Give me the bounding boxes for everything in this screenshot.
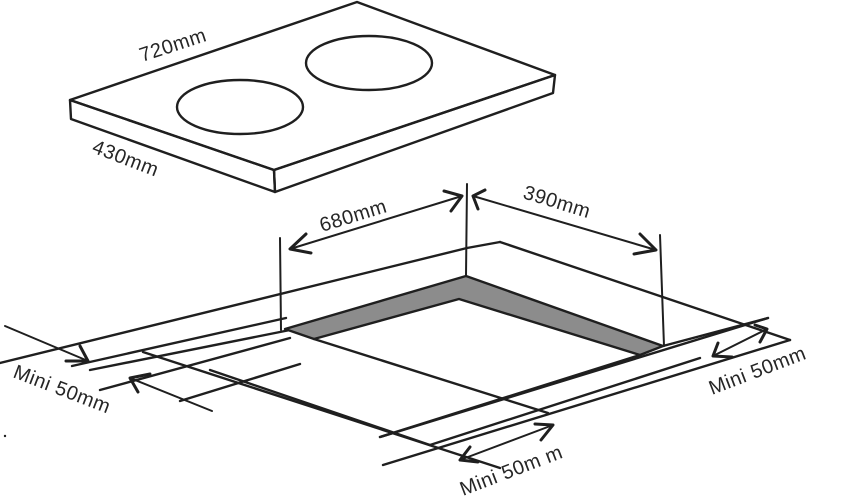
cooktop-depth-label: 430mm xyxy=(89,136,161,181)
burner-front-left-icon xyxy=(175,78,305,136)
ext-line-right xyxy=(659,234,665,347)
counter-back-edge-right xyxy=(465,240,502,250)
cutout-depth-label: 390mm xyxy=(521,182,594,223)
cutout-width-label: 680mm xyxy=(317,196,390,237)
ext-line-mid xyxy=(465,183,468,277)
front-clearance-label: Mini 50m m xyxy=(457,441,566,500)
cooktop-right-side xyxy=(272,73,557,194)
dim-arrow-right-clearance xyxy=(711,323,769,359)
dim-arrow-left-clearance xyxy=(4,325,213,412)
burner-back-right-icon xyxy=(304,34,434,92)
ext-line-left xyxy=(279,237,282,331)
cooktop xyxy=(68,0,557,194)
counter-back-edge-right2 xyxy=(498,240,792,342)
dim-arrow-390 xyxy=(471,188,658,256)
cooktop-width-label: 720mm xyxy=(137,24,210,66)
countertop xyxy=(0,183,792,470)
counter-back-edge-left xyxy=(0,246,469,365)
cutout-rim xyxy=(283,274,665,357)
dim-arrow-front-clearance xyxy=(458,422,555,464)
dim-arrow-680 xyxy=(288,189,464,255)
left-clearance-label: Mini 50mm xyxy=(10,361,113,418)
